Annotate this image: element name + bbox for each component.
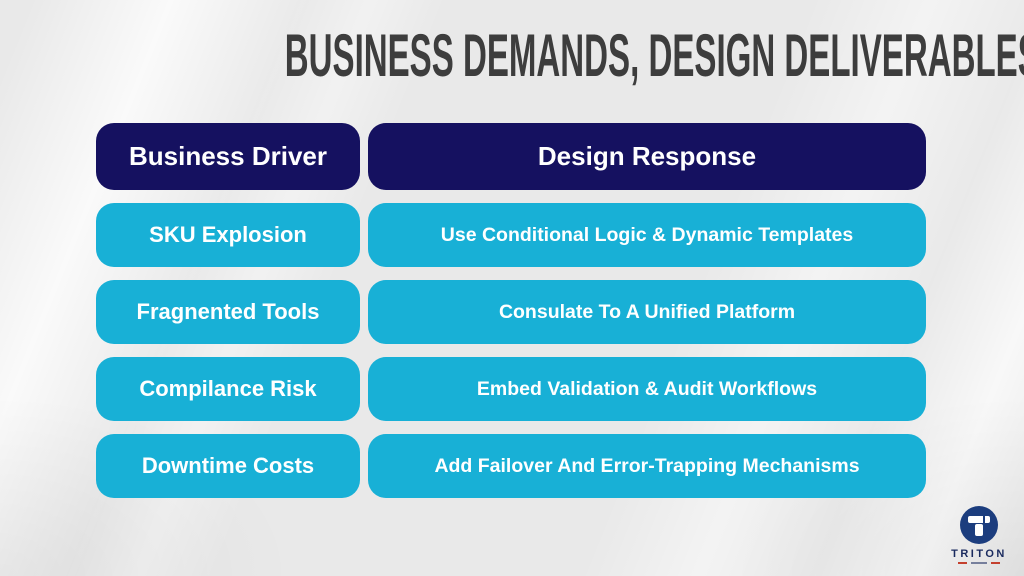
logo-wordmark: TRITON: [951, 548, 1007, 560]
header-design-response: Design Response: [368, 123, 926, 190]
table-row-driver: SKU Explosion: [96, 203, 360, 267]
table-row-driver: Downtime Costs: [96, 434, 360, 498]
logo-tagline: [958, 562, 1000, 564]
triton-logo: TRITON: [946, 506, 1012, 564]
table-row-response: Embed Validation & Audit Workflows: [368, 357, 926, 421]
table-row-response: Use Conditional Logic & Dynamic Template…: [368, 203, 926, 267]
triton-t-gavel-icon: [960, 506, 998, 544]
page-title-text: BUSINESS DEMANDS, DESIGN DELIVERABLES: [284, 21, 1024, 90]
table-row-response: Add Failover And Error-Trapping Mechanis…: [368, 434, 926, 498]
page-title: BUSINESS DEMANDS, DESIGN DELIVERABLES: [0, 21, 1024, 90]
logo-icon-notch: [983, 516, 985, 523]
table-row-driver: Compilance Risk: [96, 357, 360, 421]
logo-icon-bar: [968, 516, 990, 523]
comparison-table: Business Driver Design Response SKU Expl…: [96, 123, 926, 498]
table-row-response: Consulate To A Unified Platform: [368, 280, 926, 344]
tagline-right-dash: [991, 562, 1000, 564]
logo-icon-stem: [975, 524, 983, 536]
tagline-left-dash: [958, 562, 967, 564]
tagline-text-mark: [971, 562, 987, 564]
table-row-driver: Fragnented Tools: [96, 280, 360, 344]
header-business-driver: Business Driver: [96, 123, 360, 190]
